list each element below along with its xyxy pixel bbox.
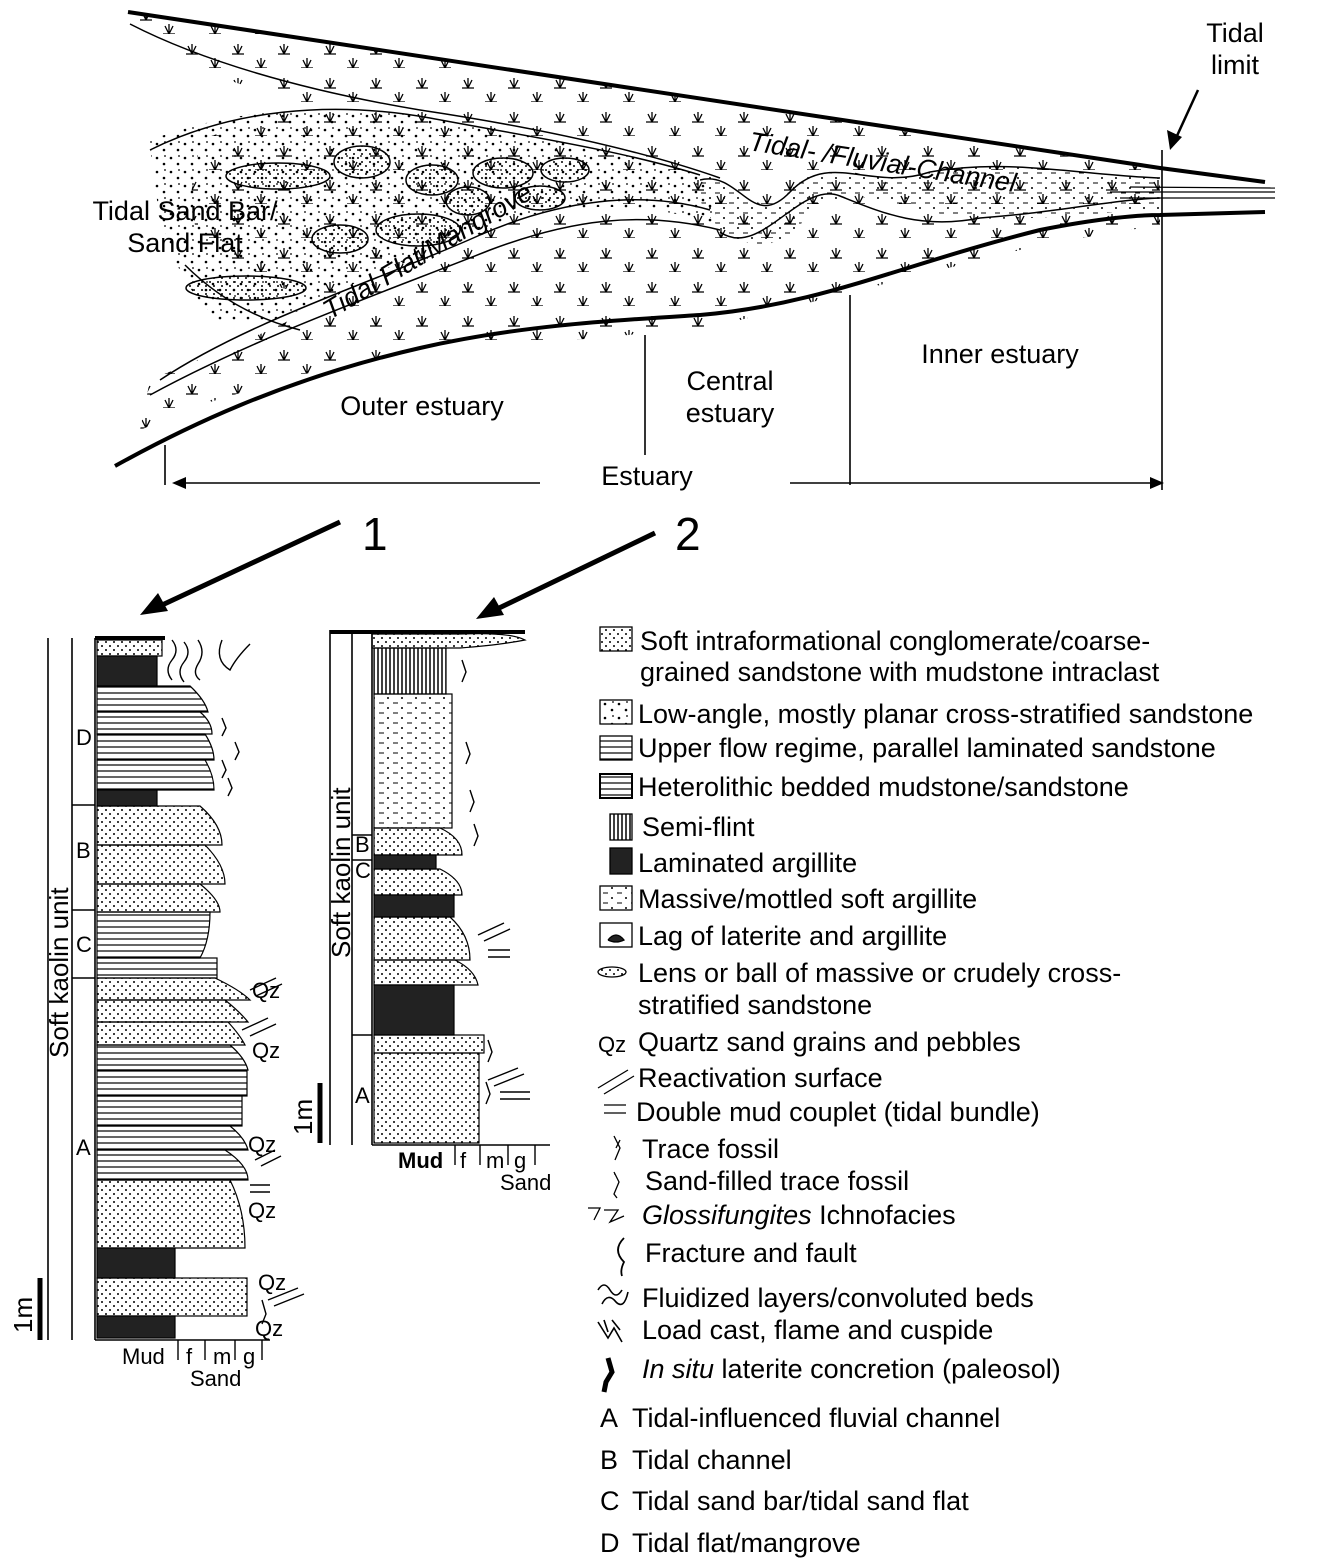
sand-bar-label-2: Sand Flat [127, 228, 243, 258]
facies-letter-a: A [76, 1135, 91, 1160]
unit-label: Soft kaolin unit [326, 787, 356, 958]
central-estuary-label-1: Central [686, 366, 773, 396]
facies-key-text: Tidal flat/mangrove [632, 1528, 861, 1558]
estuary-map: Tidal limit Tidal- /Fluvial-Channel Tida… [92, 12, 1275, 491]
grain-sand: Sand [190, 1366, 241, 1391]
legend-icons [588, 627, 634, 1392]
outer-estuary-label: Outer estuary [340, 391, 504, 421]
facies-key-text: Tidal-influenced fluvial channel [632, 1403, 1000, 1433]
double-mud-icon [604, 1105, 626, 1113]
estuary-label: Estuary [601, 461, 693, 491]
scale-label: 1m [8, 1297, 38, 1333]
legend-double-mud: Double mud couplet (tidal bundle) [636, 1097, 1040, 1127]
glossifungites-icon [588, 1208, 624, 1222]
legend-massive-argillite: Massive/mottled soft argillite [638, 884, 977, 914]
legend-fluidized: Fluidized layers/convoluted beds [642, 1283, 1034, 1313]
legend-lens-1: Lens or ball of massive or crudely cross… [638, 958, 1121, 988]
facies-key-text: Tidal sand bar/tidal sand flat [632, 1486, 969, 1516]
legend: Qz Soft intraformational conglomerate/co… [588, 626, 1253, 1558]
column-2: 1m Soft kaolin unit B C A Mud f m g Sand [288, 630, 551, 1195]
legend-lens-2: stratified sandstone [638, 990, 872, 1020]
sand-filled-trace-icon [614, 1172, 619, 1198]
legend-lag: Lag of laterite and argillite [638, 921, 947, 951]
conglomerate-icon [600, 627, 632, 651]
legend-qz: Quartz sand grains and pebbles [638, 1027, 1021, 1057]
legend-low-angle: Low-angle, mostly planar cross-stratifie… [638, 699, 1253, 729]
legend-conglomerate-2: grained sandstone with mudstone intracla… [640, 657, 1160, 687]
qz-label: Qz [255, 1316, 283, 1341]
grain-f: f [460, 1148, 467, 1173]
reactivation-icon [598, 1070, 634, 1094]
massive-argillite-icon [600, 886, 632, 910]
laterite-icon [604, 1358, 612, 1392]
legend-glossifungites: Glossifungites Ichnofacies [642, 1200, 956, 1230]
qz-label: Qz [252, 1038, 280, 1063]
inner-estuary-label: Inner estuary [921, 339, 1079, 369]
facies-letter-c: C [355, 858, 371, 883]
legend-laterite-italic: In situ [642, 1354, 714, 1384]
semi-flint-icon [610, 814, 632, 840]
column-1: Qz Qz Qz Qz Qz Qz 1m Soft kaolin unit D … [8, 638, 304, 1391]
lens-icon [598, 967, 626, 977]
legend-conglomerate-1: Soft intraformational conglomerate/coars… [640, 626, 1150, 656]
facies-letter-c: C [76, 932, 92, 957]
grain-g: g [243, 1344, 255, 1369]
grain-mud: Mud [398, 1148, 443, 1173]
trace-fossil-icon [614, 1136, 620, 1160]
facies-key-letter: D [600, 1528, 620, 1558]
legend-laterite: In situ laterite concretion (paleosol) [642, 1354, 1061, 1384]
facies-key-letter: A [600, 1403, 618, 1433]
legend-laterite-text: laterite concretion (paleosol) [714, 1354, 1061, 1384]
facies-letter-b: B [76, 838, 91, 863]
legend-upper-flow: Upper flow regime, parallel laminated sa… [638, 733, 1216, 763]
facies-letter-a: A [355, 1083, 370, 1108]
facies-letter-b: B [355, 832, 370, 857]
load-cast-icon [598, 1320, 622, 1342]
grain-mud: Mud [122, 1344, 165, 1369]
legend-heterolithic: Heterolithic bedded mudstone/sandstone [638, 772, 1129, 802]
laminated-argillite-icon [610, 848, 632, 874]
qz-label: Qz [248, 1198, 276, 1223]
fluidized-icon [598, 1285, 628, 1304]
legend-glossifungites-text: Ichnofacies [812, 1200, 956, 1230]
legend-glossifungites-italic: Glossifungites [642, 1200, 812, 1230]
legend-sand-filled-trace: Sand-filled trace fossil [645, 1166, 909, 1196]
pointer-label-2: 2 [675, 508, 701, 560]
legend-reactivation: Reactivation surface [638, 1063, 883, 1093]
qz-icon: Qz [598, 1032, 626, 1057]
facies-letter-d: D [76, 725, 92, 750]
unit-label: Soft kaolin unit [44, 887, 74, 1058]
heterolithic-icon [600, 774, 632, 798]
qz-label: Qz [258, 1270, 286, 1295]
grain-sand: Sand [500, 1170, 551, 1195]
facies-key-text: Tidal channel [632, 1445, 792, 1475]
facies-key-letter: C [600, 1486, 620, 1516]
fracture-icon [618, 1238, 624, 1276]
tidal-limit-arrow [1167, 90, 1198, 150]
legend-fracture: Fracture and fault [645, 1238, 857, 1268]
central-estuary-label-2: estuary [686, 398, 775, 428]
qz-label: Qz [248, 1132, 276, 1157]
sand-bar-label-1: Tidal Sand Bar/ [92, 196, 278, 226]
pointer-label-1: 1 [362, 508, 388, 560]
scale-label: 1m [288, 1099, 318, 1135]
qz-label: Qz [252, 978, 280, 1003]
tidal-limit-label-1: Tidal [1206, 18, 1264, 48]
column-1-qz-labels: Qz Qz Qz Qz Qz Qz [248, 978, 286, 1341]
legend-laminated-argillite: Laminated argillite [638, 848, 857, 878]
legend-trace-fossil: Trace fossil [642, 1134, 779, 1164]
pointer-arrows [140, 522, 655, 619]
legend-load-cast: Load cast, flame and cuspide [642, 1315, 993, 1345]
low-angle-icon [600, 700, 632, 724]
tidal-limit-label-2: limit [1211, 50, 1259, 80]
legend-semi-flint: Semi-flint [642, 812, 755, 842]
upper-flow-icon [600, 736, 632, 760]
facies-key-letter: B [600, 1445, 618, 1475]
facies-key: A Tidal-influenced fluvial channel B Tid… [600, 1403, 1000, 1558]
